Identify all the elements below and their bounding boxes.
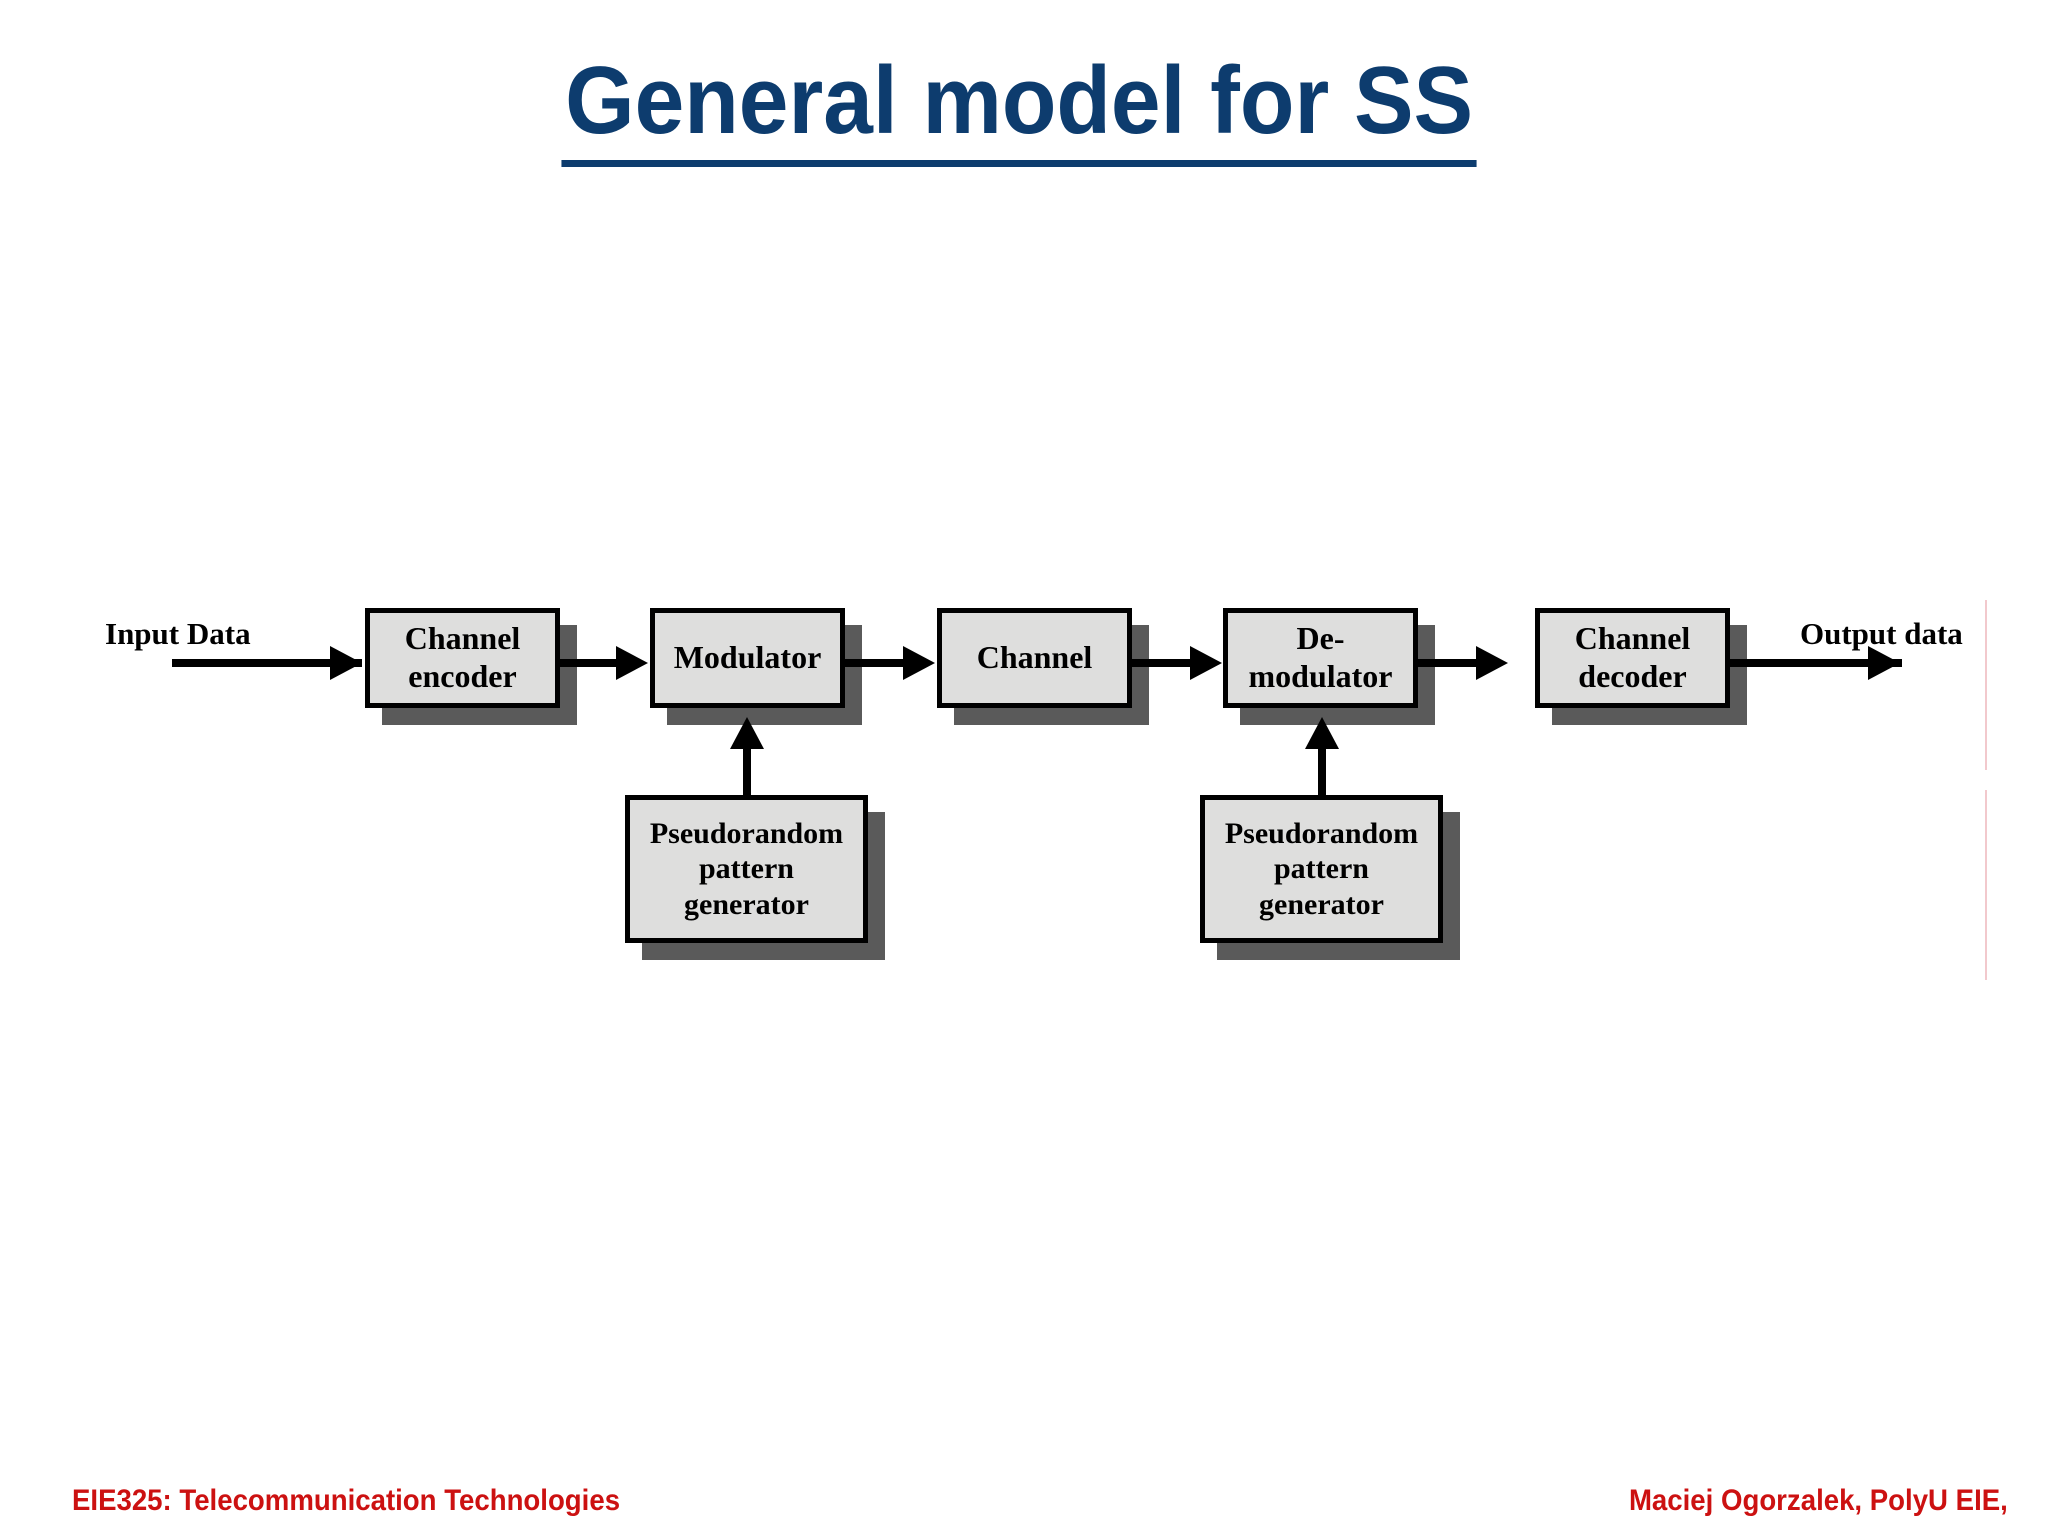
demodulator-to-decoder-arrow bbox=[1476, 646, 1508, 680]
prg-receive-box[interactable]: Pseudorandom pattern generator bbox=[1200, 795, 1443, 943]
prg-receive-label-line3: generator bbox=[1259, 887, 1384, 921]
page-title: General model for SS bbox=[0, 48, 2038, 167]
footer-course-label: EIE325: Telecommunication Technologies bbox=[72, 1484, 621, 1517]
channel-decoder-label-line2: decoder bbox=[1578, 658, 1687, 694]
modulator-to-channel-arrow bbox=[903, 646, 935, 680]
encoder-to-modulator-arrow bbox=[616, 646, 648, 680]
prg-transmit-label-line2: pattern bbox=[699, 852, 794, 886]
demodulator-label-line2: modulator bbox=[1248, 658, 1393, 694]
prg-transmit-arrow-line bbox=[743, 746, 751, 798]
output-arrow-head bbox=[1868, 646, 1900, 680]
input-arrow-line bbox=[172, 659, 362, 667]
prg-receive-label-line2: pattern bbox=[1274, 852, 1369, 886]
demodulator-box[interactable]: De- modulator bbox=[1223, 608, 1418, 708]
demodulator-to-decoder-line bbox=[1418, 659, 1500, 667]
input-arrow-head bbox=[330, 646, 362, 680]
prg-receive-label-line1: Pseudorandom bbox=[1224, 816, 1419, 850]
margin-rule-bottom bbox=[1985, 790, 1987, 980]
channel-encoder-label-line1: Channel bbox=[404, 620, 521, 657]
output-data-label: Output data bbox=[1800, 616, 1963, 651]
modulator-to-channel-line bbox=[845, 659, 927, 667]
channel-to-demodulator-line bbox=[1132, 659, 1214, 667]
prg-transmit-box[interactable]: Pseudorandom pattern generator bbox=[625, 795, 868, 943]
modulator-box[interactable]: Modulator bbox=[650, 608, 845, 708]
output-arrow-line bbox=[1730, 659, 1902, 667]
prg-transmit-label-line1: Pseudorandom bbox=[649, 816, 844, 850]
channel-decoder-label-line1: Channel bbox=[1574, 620, 1691, 657]
modulator-label: Modulator bbox=[673, 639, 822, 676]
margin-rule-top bbox=[1985, 600, 1987, 770]
channel-decoder-box[interactable]: Channel decoder bbox=[1535, 608, 1730, 708]
prg-receive-arrow-line bbox=[1318, 746, 1326, 798]
channel-encoder-label-line2: encoder bbox=[408, 658, 517, 694]
input-data-label: Input Data bbox=[105, 616, 251, 651]
channel-encoder-box[interactable]: Channel encoder bbox=[365, 608, 560, 708]
encoder-to-modulator-line bbox=[560, 659, 640, 667]
prg-transmit-label-line3: generator bbox=[684, 887, 809, 921]
channel-box[interactable]: Channel bbox=[937, 608, 1132, 708]
footer-author-label: Maciej Ogorzalek, PolyU EIE, bbox=[1629, 1484, 2008, 1517]
prg-receive-arrow-head bbox=[1305, 717, 1339, 749]
demodulator-label-line1: De- bbox=[1296, 620, 1345, 657]
page-title-text: General model for SS bbox=[561, 48, 1477, 167]
prg-transmit-arrow-head bbox=[730, 717, 764, 749]
channel-label: Channel bbox=[976, 639, 1093, 676]
channel-to-demodulator-arrow bbox=[1190, 646, 1222, 680]
